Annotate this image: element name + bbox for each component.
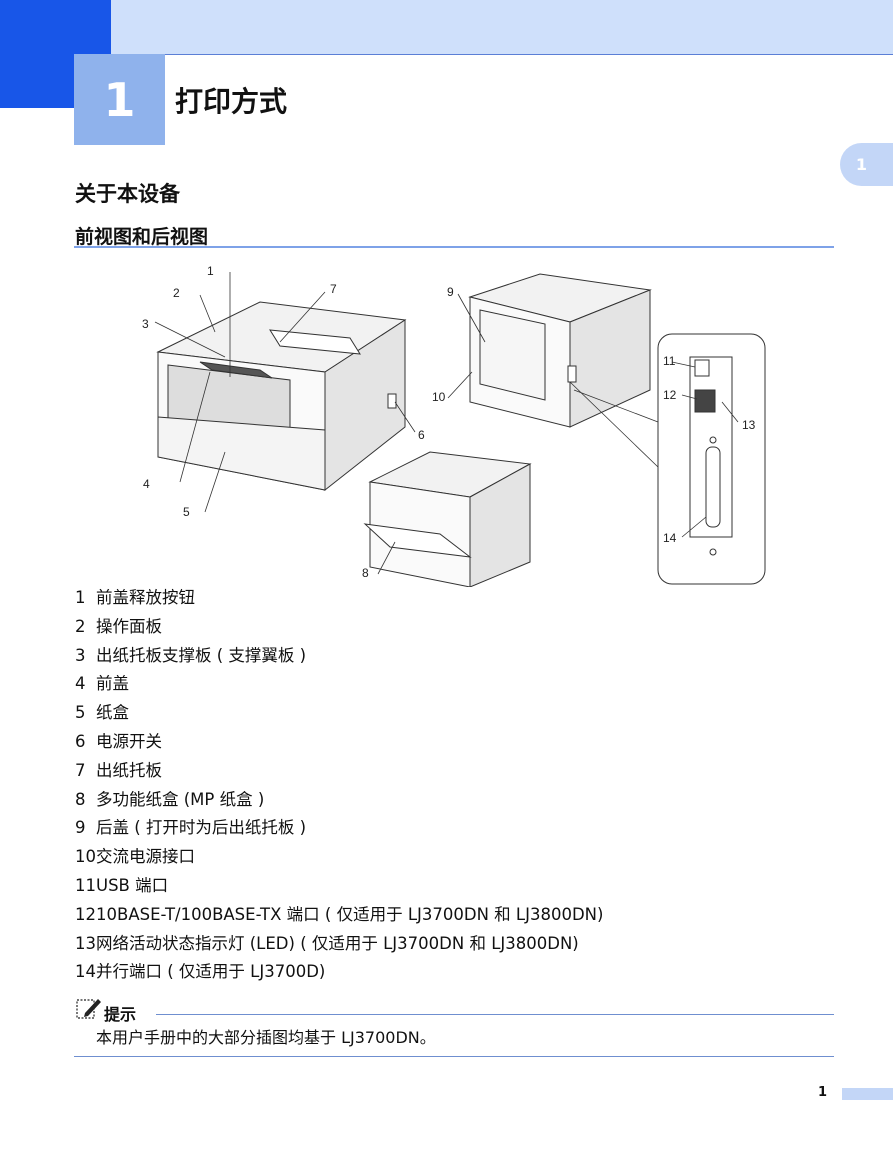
callout-13: 13 bbox=[742, 418, 756, 432]
legend-item: 2 操作面板 bbox=[75, 616, 162, 636]
legend-item: 10交流电源接口 bbox=[75, 847, 195, 867]
callout-leaders bbox=[154, 272, 739, 575]
rear-printer-illustration bbox=[468, 273, 652, 428]
callout-14: 14 bbox=[663, 531, 677, 545]
callout-4: 4 bbox=[143, 477, 150, 491]
legend-item: 11USB 端口 bbox=[75, 875, 169, 895]
legend-item: 3 出纸托板支撑板 ( 支撑翼板 ) bbox=[75, 645, 307, 665]
callout-12: 12 bbox=[663, 388, 677, 402]
callout-6: 6 bbox=[418, 428, 425, 442]
legend-item: 6 电源开关 bbox=[75, 731, 162, 751]
page-number: 1 bbox=[818, 1085, 828, 1100]
legend-item: 7 出纸托板 bbox=[75, 760, 162, 780]
callout-9: 9 bbox=[447, 285, 454, 299]
legend-item: 14并行端口 ( 仅适用于 LJ3700D) bbox=[75, 962, 326, 982]
callout-10: 10 bbox=[432, 390, 446, 404]
callout-3: 3 bbox=[142, 317, 149, 331]
legend-item: 1 前盖释放按钮 bbox=[75, 588, 195, 607]
callout-7: 7 bbox=[330, 282, 337, 296]
note-label: 提示 bbox=[104, 1005, 137, 1024]
header-band bbox=[0, 0, 893, 55]
legend-item: 1210BASE-T/100BASE-TX 端口 ( 仅适用于 LJ3700DN… bbox=[75, 904, 604, 924]
pencil-note-icon bbox=[76, 999, 101, 1019]
subsection-rule bbox=[74, 246, 834, 248]
legend-item: 8 多功能纸盒 (MP 纸盒 ) bbox=[75, 789, 265, 809]
section-title: 关于本设备 bbox=[75, 182, 180, 206]
chapter-number: 1 bbox=[103, 72, 136, 127]
printer-diagram: 1 2 3 4 5 6 7 8 9 10 11 12 13 14 bbox=[142, 264, 766, 587]
mp-tray-printer-illustration bbox=[363, 451, 532, 587]
page-tab bbox=[842, 1088, 893, 1100]
callout-8: 8 bbox=[362, 566, 369, 580]
note-rule bbox=[156, 1014, 834, 1015]
callout-11: 11 bbox=[663, 354, 676, 368]
note-bottom-rule bbox=[74, 1056, 834, 1057]
legend-item: 4 前盖 bbox=[75, 674, 129, 694]
side-tab-number: 1 bbox=[855, 155, 868, 174]
side-chapter-tab[interactable]: 1 bbox=[840, 143, 893, 186]
front-printer-illustration bbox=[156, 301, 407, 492]
callout-2: 2 bbox=[173, 286, 180, 300]
callout-5: 5 bbox=[183, 505, 190, 519]
chapter-title: 打印方式 bbox=[175, 85, 288, 118]
note-text: 本用户手册中的大部分插图均基于 LJ3700DN。 bbox=[96, 1028, 436, 1047]
chapter-number-box: 1 bbox=[74, 54, 165, 145]
callout-labels: 1 2 3 4 5 6 7 8 9 10 11 12 13 14 bbox=[142, 264, 756, 580]
legend-item: 5 纸盒 bbox=[75, 703, 129, 723]
callout-1: 1 bbox=[207, 264, 214, 278]
connector-inset bbox=[657, 333, 766, 585]
subsection-title: 前视图和后视图 bbox=[75, 226, 209, 248]
legend-item: 9 后盖 ( 打开时为后出纸托板 ) bbox=[75, 818, 307, 838]
parts-legend: 1 前盖释放按钮 2 操作面板 3 出纸托板支撑板 ( 支撑翼板 ) 4 前盖 … bbox=[75, 584, 603, 987]
legend-item: 13网络活动状态指示灯 (LED) ( 仅适用于 LJ3700DN 和 LJ38… bbox=[75, 933, 579, 953]
